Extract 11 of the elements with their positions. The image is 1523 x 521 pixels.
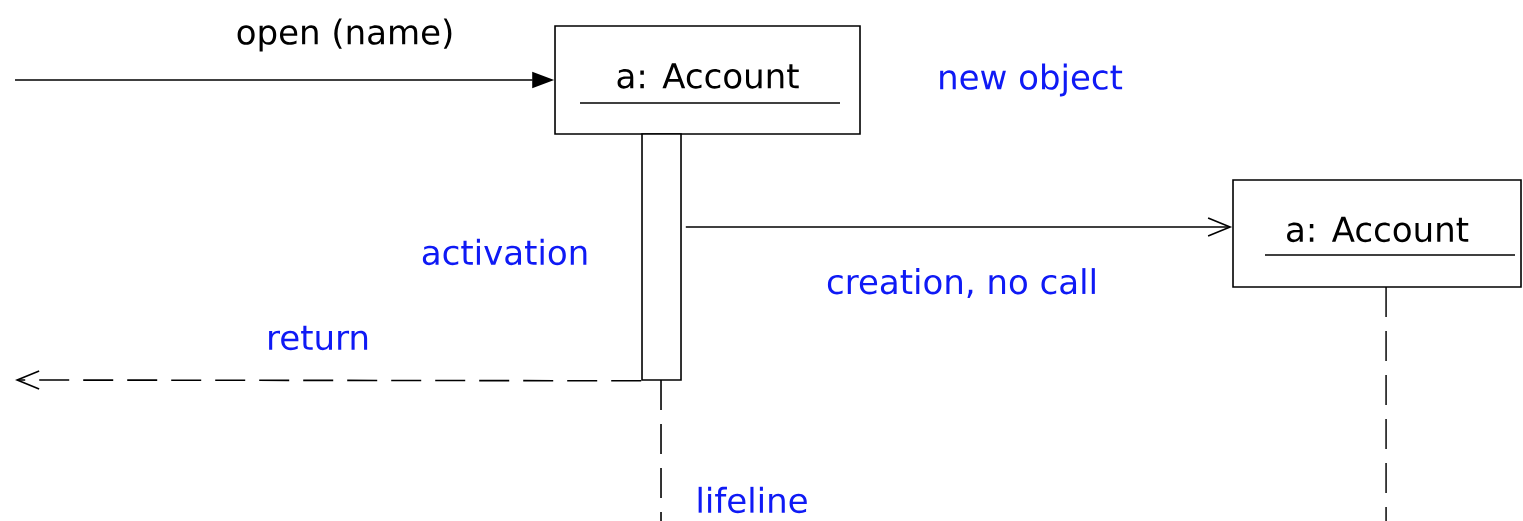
annotation: creation, no call bbox=[827, 268, 1095, 298]
object-box: a: Account bbox=[554, 25, 861, 135]
activation-bar bbox=[641, 133, 682, 381]
annotation: lifeline bbox=[698, 486, 807, 514]
annotation: activation bbox=[422, 238, 587, 266]
message-arrow bbox=[685, 217, 1233, 237]
annotation: return bbox=[269, 325, 368, 351]
message-arrow bbox=[15, 370, 642, 390]
annotation: new object bbox=[940, 63, 1123, 97]
edge-label: open (name) bbox=[237, 18, 452, 52]
object-box: a: Account bbox=[1232, 179, 1522, 288]
